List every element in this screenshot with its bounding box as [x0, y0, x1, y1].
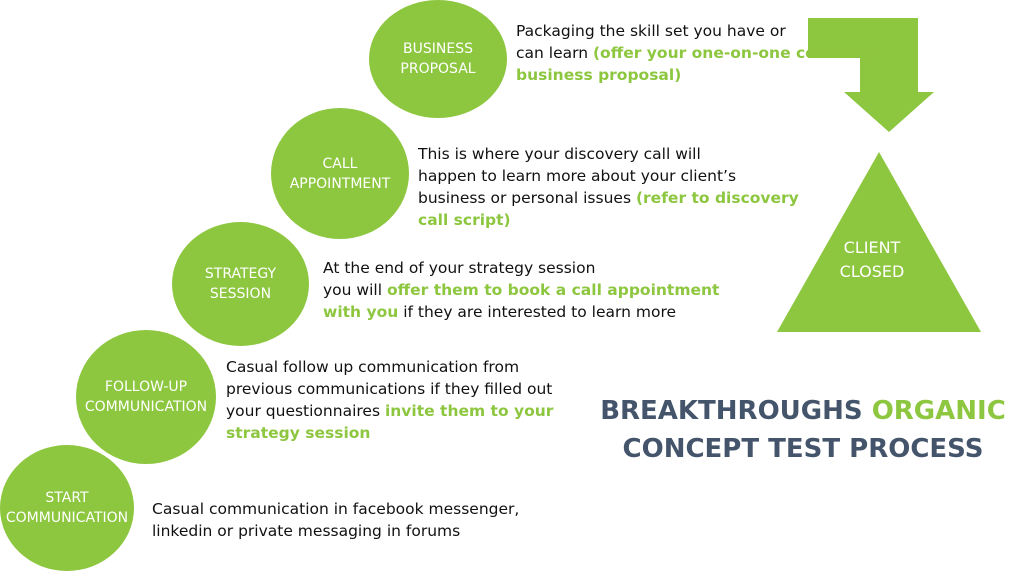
step-description-start: Casual communication in facebook messeng…	[152, 498, 519, 542]
description-text: if they are interested to learn more	[398, 303, 677, 321]
title-line-2: CONCEPT TEST PROCESS	[622, 434, 984, 464]
bent-arrow-icon	[808, 18, 934, 132]
step-label: CALL APPOINTMENT	[289, 155, 391, 192]
step-circle-business-proposal: BUSINESS PROPOSAL	[369, 0, 507, 118]
step-circle-start-communication: START COMMUNICATION	[0, 445, 134, 571]
step-circle-strategy-session: STRATEGY SESSION	[172, 222, 309, 346]
step-label: BUSINESS PROPOSAL	[400, 41, 476, 77]
step-circle-follow-up-communication: FOLLOW-UP COMMUNICATION	[76, 330, 216, 464]
client-closed-label: CLIENT CLOSED	[839, 238, 905, 281]
step-label: STRATEGY SESSION	[204, 266, 277, 302]
step-label: START COMMUNICATION	[5, 490, 129, 526]
diagram-title: BREAKTHROUGHS ORGANIC CONCEPT TEST PROCE…	[590, 392, 1016, 468]
description-text: Casual communication in facebook messeng…	[152, 500, 520, 540]
step-label: FOLLOW-UP COMMUNICATION	[84, 379, 208, 415]
title-part-1: BREAKTHROUGHS	[600, 396, 863, 426]
title-part-2: ORGANIC	[871, 396, 1006, 426]
client-closed-triangle	[777, 152, 981, 332]
step-circle-call-appointment: CALL APPOINTMENT	[271, 108, 409, 239]
